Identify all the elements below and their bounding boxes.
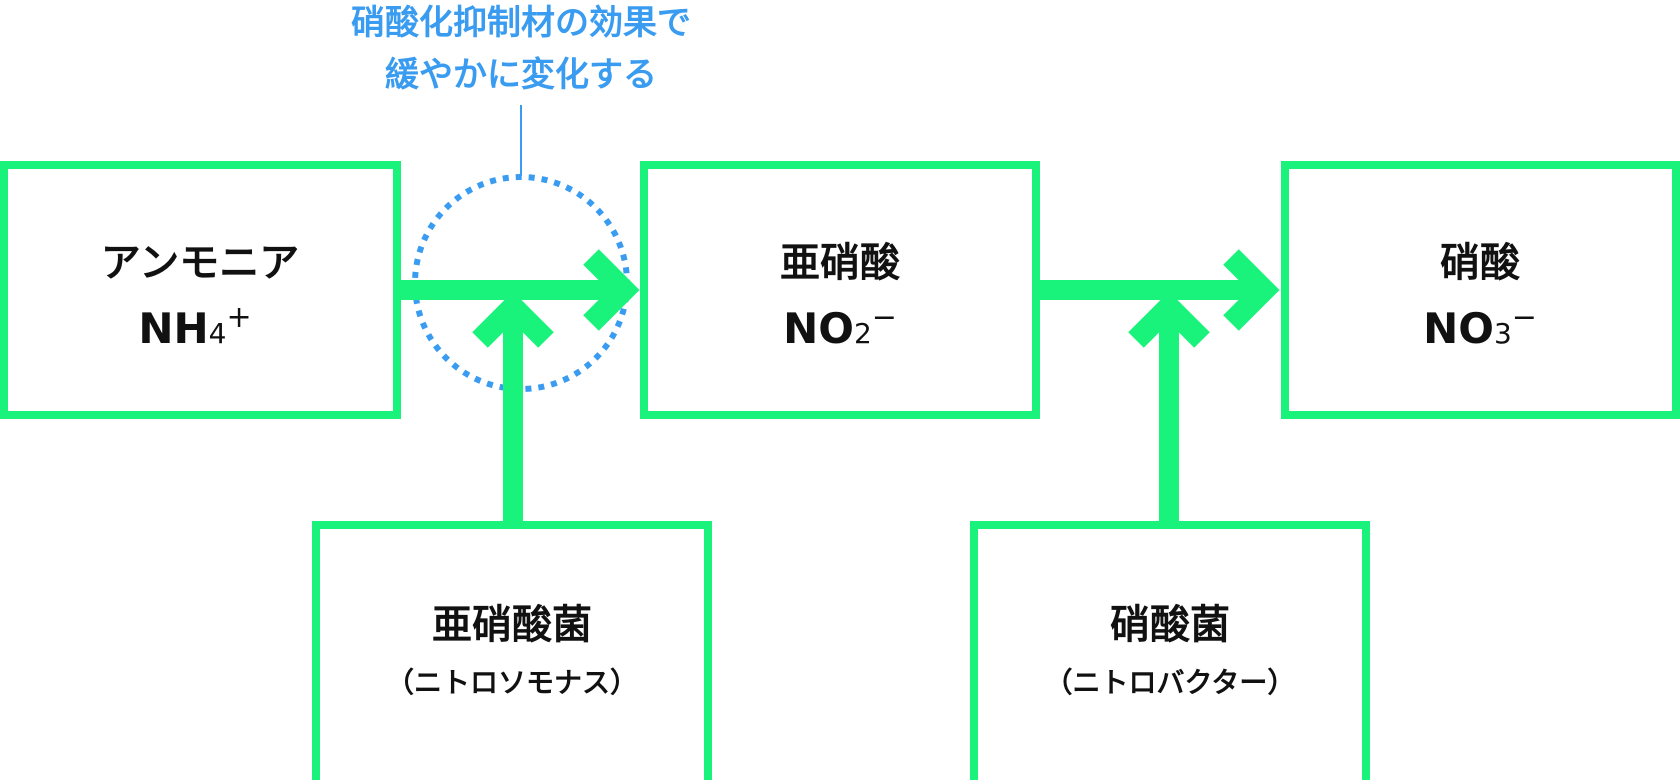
nitrate-bacteria-subtitle: （ニトロバクター）: [1045, 666, 1296, 699]
box-nitrate: 硝酸 NO3−: [1281, 161, 1680, 419]
nitrite-formula: NO2−: [783, 300, 897, 353]
nitrite-bacteria-title: 亜硝酸菌: [432, 602, 592, 648]
nitrite-title: 亜硝酸: [780, 240, 901, 286]
arrow-nitrate-bacteria-up: [1128, 291, 1210, 525]
box-ammonia: アンモニア NH4+: [0, 161, 401, 419]
box-nitrite: 亜硝酸 NO2−: [640, 161, 1040, 419]
annotation-line-1: 硝酸化抑制材の効果で: [351, 3, 691, 43]
annotation-line-2: 緩やかに変化する: [385, 55, 657, 95]
arrow-nitrite-bacteria-up: [472, 291, 554, 525]
nitrite-bacteria-subtitle: （ニトロソモナス）: [386, 666, 638, 699]
arrow-nitrite-to-nitrate: [1038, 249, 1280, 331]
ammonia-title: アンモニア: [101, 240, 299, 286]
nitrate-title: 硝酸: [1440, 240, 1521, 286]
ammonia-formula: NH4+: [138, 300, 251, 353]
box-nitrate-bacteria: 硝酸菌 （ニトロバクター）: [970, 521, 1370, 780]
nitrate-formula: NO3−: [1423, 300, 1537, 353]
annotation: 硝酸化抑制材の効果で 緩やかに変化する: [351, 3, 691, 392]
nitrate-bacteria-title: 硝酸菌: [1110, 602, 1230, 648]
box-nitrite-bacteria: 亜硝酸菌 （ニトロソモナス）: [312, 521, 712, 780]
arrow-ammonia-to-nitrite: [398, 249, 640, 331]
